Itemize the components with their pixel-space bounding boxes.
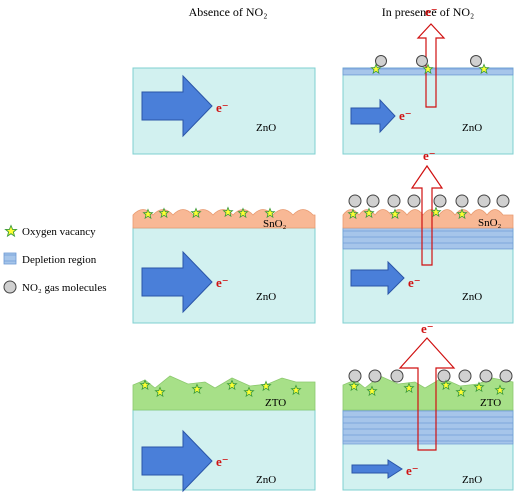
oxygen-vacancy-icon (237, 207, 249, 219)
electron-label: e⁻ (421, 321, 434, 336)
oxygen-vacancy-icon (142, 208, 154, 220)
no2-molecule-icon (499, 369, 513, 383)
no2-molecule-icon (470, 55, 482, 67)
title-absence: Absence of NO₂ (189, 5, 268, 19)
no2-molecule-icon (366, 194, 380, 208)
no2-molecule-icon (496, 194, 510, 208)
no2-molecule-icon (458, 369, 472, 383)
oxygen-vacancy-icon (4, 224, 18, 238)
no2-molecule-icon (416, 55, 428, 67)
zno-label: ZnO (256, 122, 276, 134)
legend-no2-molecules: NO₂ gas molecules (22, 282, 106, 294)
no2-molecule-icon (387, 194, 401, 208)
oxygen-vacancy-icon (260, 380, 272, 392)
electron-label: e⁻ (406, 463, 419, 478)
sno2-label: SnO₂ (478, 217, 502, 229)
zto-label: ZTO (265, 397, 286, 409)
oxygen-vacancy-icon (226, 379, 238, 391)
no2-molecule-icon (348, 369, 362, 383)
row3-presence-panel: ZTO e⁻ ZnO e⁻ (342, 321, 514, 491)
electron-label: e⁻ (399, 108, 412, 123)
arrow-right-icon (141, 250, 213, 314)
arrow-right-icon (350, 260, 405, 296)
title-presence: In presence of NO₂ (382, 5, 474, 19)
row1-presence-panel: e⁻ ZnO e⁻ (342, 4, 514, 155)
legend-depletion-region: Depletion region (22, 254, 97, 266)
oxygen-vacancy-icon (473, 381, 485, 393)
no2-molecule-icon (390, 369, 404, 383)
arrow-right-icon (141, 74, 213, 138)
no2-molecule-icon (3, 280, 17, 294)
oxygen-vacancy-icon (422, 63, 434, 75)
no2-molecule-icon (437, 369, 451, 383)
electron-label: e⁻ (216, 275, 229, 290)
oxygen-vacancy-icon (158, 207, 170, 219)
no2-molecule-icon (407, 194, 421, 208)
no2-molecule-icon (433, 194, 447, 208)
oxygen-vacancy-icon (430, 206, 442, 218)
no2-molecule-icon (455, 194, 469, 208)
no2-molecule-icon (368, 369, 382, 383)
oxygen-vacancy-icon (403, 382, 415, 394)
oxygen-vacancy-icon (455, 386, 467, 398)
oxygen-vacancy-icon (440, 379, 452, 391)
row2-presence-panel: SnO₂ e⁻ ZnO e⁻ (342, 148, 514, 324)
oxygen-vacancy-icon (478, 63, 490, 75)
legend: Oxygen vacancy Depletion region NO₂ gas … (3, 224, 106, 294)
no2-molecule-icon (375, 55, 387, 67)
no2-molecule-icon (479, 369, 493, 383)
arrow-right-icon (351, 459, 403, 479)
row3-absence-panel: ZTO e⁻ ZnO (132, 375, 316, 493)
oxygen-vacancy-icon (190, 207, 202, 219)
oxygen-vacancy-icon (494, 384, 506, 396)
oxygen-vacancy-icon (139, 379, 151, 391)
oxygen-vacancy-icon (348, 380, 360, 392)
arrow-up-icon (416, 23, 446, 108)
oxygen-vacancy-icon (456, 208, 468, 220)
zno-label: ZnO (256, 291, 276, 303)
depletion-layer (342, 409, 514, 445)
no2-molecule-icon (477, 194, 491, 208)
oxygen-vacancy-icon (347, 208, 359, 220)
arrow-up-icon (398, 337, 456, 451)
electron-label: e⁻ (425, 4, 438, 19)
zno-label: ZnO (256, 474, 276, 486)
zto-label: ZTO (480, 397, 501, 409)
depletion-swatch (3, 252, 17, 265)
row2-absence-panel: SnO₂ e⁻ ZnO (132, 206, 316, 324)
oxygen-vacancy-icon (363, 207, 375, 219)
electron-label: e⁻ (216, 100, 229, 115)
oxygen-vacancy-icon (290, 384, 302, 396)
zno-label: ZnO (462, 122, 482, 134)
no2-molecule-icon (348, 194, 362, 208)
arrow-right-icon (141, 429, 213, 493)
electron-label: e⁻ (216, 454, 229, 469)
zno-label: ZnO (462, 291, 482, 303)
sno2-label: SnO₂ (263, 218, 287, 230)
oxygen-vacancy-icon (366, 385, 378, 397)
oxygen-vacancy-icon (243, 386, 255, 398)
oxygen-vacancy-icon (264, 207, 276, 219)
arrow-right-icon (350, 98, 396, 134)
row1-absence-panel: e⁻ ZnO (132, 67, 316, 155)
oxygen-vacancy-icon (191, 383, 203, 395)
depletion-layer (342, 227, 514, 250)
zno-label: ZnO (462, 474, 482, 486)
electron-label: e⁻ (408, 275, 421, 290)
oxygen-vacancy-icon (370, 63, 382, 75)
arrow-up-icon (410, 164, 444, 266)
electron-label: e⁻ (423, 148, 436, 163)
oxygen-vacancy-icon (222, 206, 234, 218)
oxygen-vacancy-icon (154, 386, 166, 398)
oxygen-vacancy-icon (389, 208, 401, 220)
legend-oxygen-vacancy: Oxygen vacancy (22, 226, 96, 238)
